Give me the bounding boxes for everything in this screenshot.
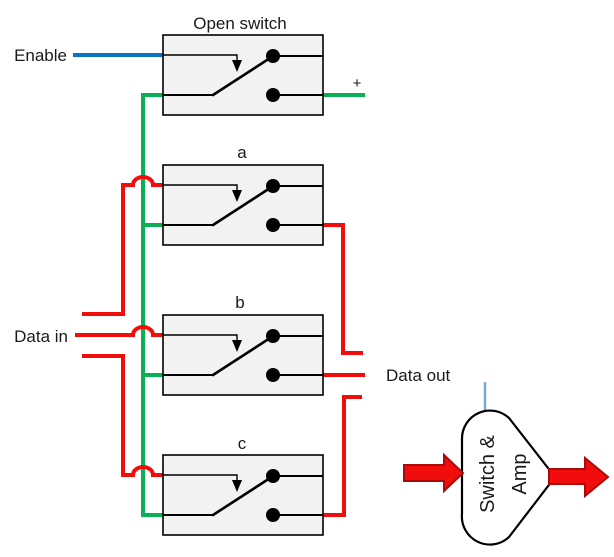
- data-in-branch-a-wire: [82, 175, 163, 316]
- switch-b: [161, 313, 325, 397]
- switch-a-label: a: [237, 143, 247, 162]
- data-in-label: Data in: [14, 327, 68, 346]
- amp-shape: [460, 409, 557, 546]
- switch-b-label: b: [235, 293, 244, 312]
- switch-c-label: c: [238, 434, 247, 453]
- data-out-label: Data out: [386, 366, 451, 385]
- switch-open: [161, 33, 325, 117]
- data-in-branch-c-wire: [82, 354, 163, 477]
- amp-label-line2: Amp: [509, 453, 531, 494]
- output-a-wire: [323, 223, 363, 355]
- amp-output-arrow-icon: [548, 455, 610, 499]
- amp-input-arrow-icon: [403, 452, 465, 494]
- open-switch-label: Open switch: [193, 14, 287, 33]
- output-c-wire: [323, 395, 362, 517]
- amp-label-line1: Switch &: [477, 434, 499, 512]
- switch-c: [161, 453, 325, 537]
- plus-label: +: [353, 75, 362, 92]
- enable-label: Enable: [14, 46, 67, 65]
- switch-a: [161, 163, 325, 247]
- data-in-branch-b-wire: [75, 325, 163, 337]
- green-bus-wire: [141, 93, 163, 517]
